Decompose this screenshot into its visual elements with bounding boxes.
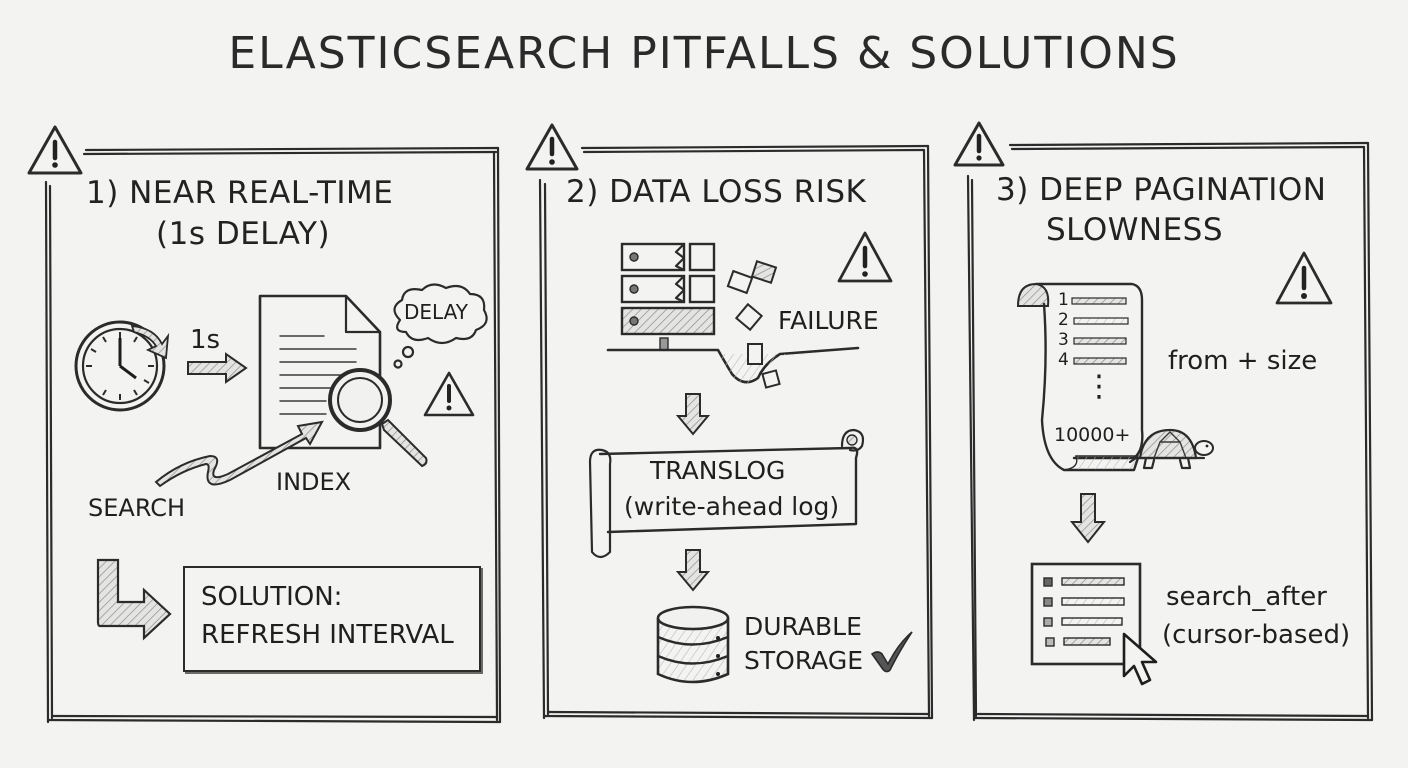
ellipsis: ⋮ [1084, 369, 1114, 404]
row-number: 1 [1058, 290, 1069, 310]
row-numbers: 1 2 3 4 [1058, 290, 1069, 370]
magnifier-icon [328, 368, 428, 468]
document-icon [258, 294, 382, 450]
row-number: 2 [1058, 310, 1069, 330]
warning-icon [423, 371, 475, 417]
page-title: ELASTICSEARCH PITFALLS & SOLUTIONS [228, 28, 1180, 79]
bubble-label: DELAY [404, 300, 468, 324]
index-label: INDEX [276, 468, 352, 496]
solution-box: SOLUTION: REFRESH INTERVAL [183, 566, 481, 672]
arrow-down-icon [1069, 493, 1107, 544]
database-icon [656, 605, 730, 684]
scroll-icon [588, 428, 865, 559]
thought-bubble-icon [393, 283, 488, 369]
interval-label: 1s [190, 325, 221, 355]
solution-value: REFRESH INTERVAL [201, 620, 454, 650]
panel-3-title-line2: SLOWNESS [1046, 212, 1224, 248]
solution-method-label: search_after [1166, 582, 1327, 612]
warning-icon [953, 121, 1005, 167]
translog-label: TRANSLOG [650, 456, 786, 485]
solution-method-description: (cursor-based) [1162, 620, 1351, 650]
search-label: SEARCH [88, 494, 186, 522]
bent-arrow-icon [96, 558, 172, 641]
scroll-list-icon [1016, 282, 1144, 472]
server-rack-icon [606, 242, 860, 385]
checkmark-icon [870, 631, 913, 673]
failure-label: FAILURE [778, 306, 879, 335]
big-number-label: 10000+ [1054, 424, 1131, 446]
warning-icon [1275, 251, 1333, 305]
falling-documents-icon [726, 260, 781, 389]
panel-1-title-line2: (1s DELAY) [156, 216, 331, 252]
arrow-down-icon [675, 393, 711, 436]
warning-icon [837, 231, 893, 283]
turtle-icon [1128, 428, 1214, 470]
panel-2-title: 2) DATA LOSS RISK [566, 174, 867, 210]
storage-label-line2: STORAGE [744, 646, 864, 675]
row-number: 4 [1058, 350, 1069, 370]
solution-label: SOLUTION: [201, 582, 343, 612]
panel-3-title-line1: 3) DEEP PAGINATION [996, 172, 1327, 208]
cursor-icon [1122, 632, 1158, 686]
row-number: 3 [1058, 330, 1069, 350]
squiggle-arrow-icon [154, 420, 324, 488]
list-window-icon [1030, 562, 1142, 666]
clock-icon [74, 320, 170, 412]
arrow-down-icon [675, 549, 711, 592]
warning-icon [525, 123, 579, 171]
arrow-right-icon [187, 352, 248, 384]
translog-description: (write-ahead log) [624, 492, 840, 521]
panel-1-title-line1: 1) NEAR REAL-TIME [86, 175, 394, 211]
method-label: from + size [1168, 346, 1318, 376]
warning-icon [27, 125, 83, 175]
storage-label-line1: DURABLE [744, 612, 862, 641]
